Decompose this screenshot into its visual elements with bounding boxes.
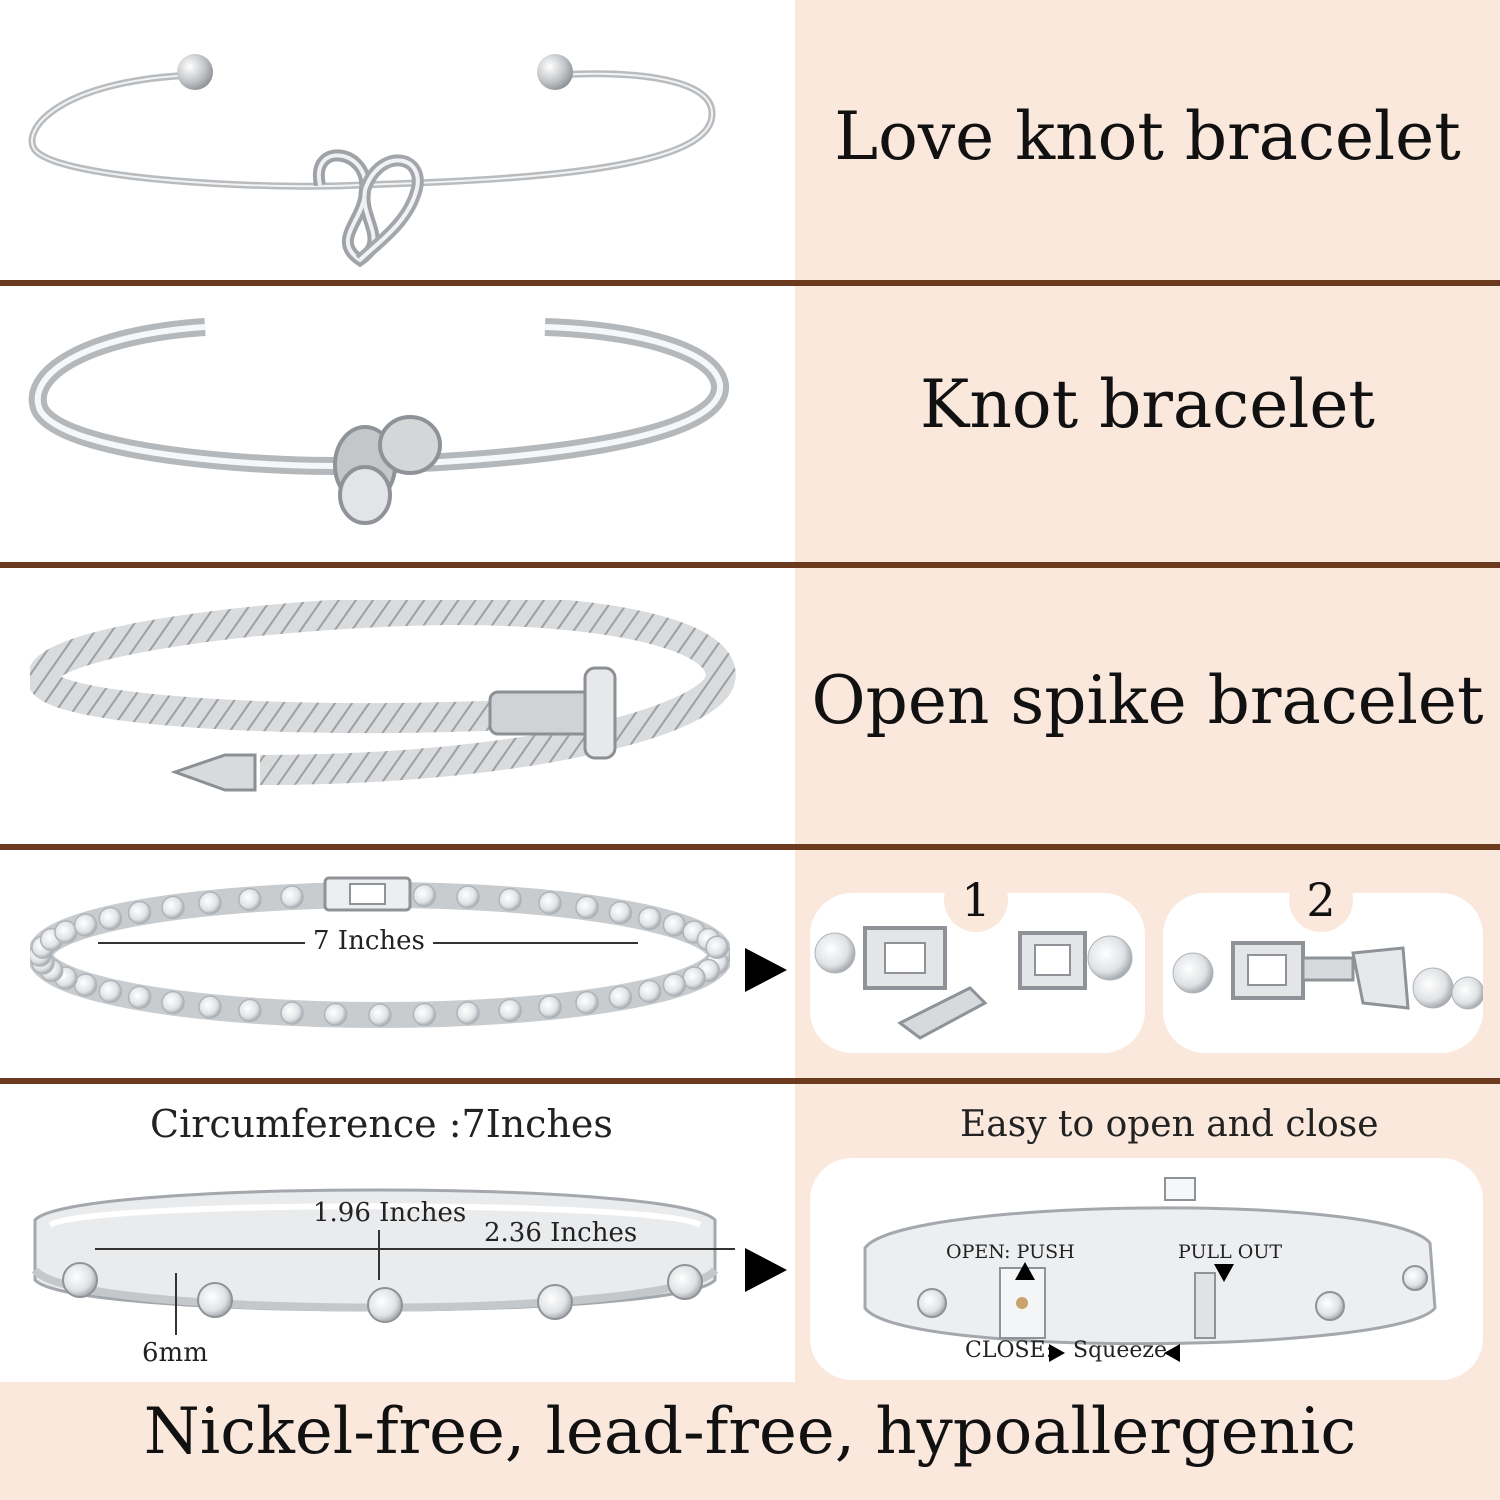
bangle-thickness-label: 6mm — [142, 1338, 208, 1368]
row3-label: Open spike bracelet — [811, 662, 1484, 739]
divider-4 — [0, 1078, 1500, 1084]
footer-text: Nickel-free, lead-free, hypoallergenic — [143, 1395, 1357, 1469]
love-knot-bracelet-image — [28, 54, 716, 268]
tennis-gem — [73, 913, 98, 937]
divider-2 — [0, 562, 1500, 568]
tennis-gem — [456, 1001, 480, 1025]
bangle-image — [31, 1188, 719, 1323]
close-label: CLOSE: — [965, 1338, 1054, 1363]
tennis-gem — [637, 906, 662, 931]
tennis-gem — [161, 895, 185, 920]
tennis-gem — [662, 913, 687, 937]
row2-label-bg — [795, 286, 1500, 562]
tennis-gem — [456, 885, 480, 909]
bangle-length-label: 2.36 Inches — [484, 1218, 638, 1248]
tennis-gem — [161, 990, 185, 1015]
tennis-length-label: 7 Inches — [305, 926, 433, 956]
tennis-gem — [127, 900, 152, 925]
tennis-gem — [498, 998, 522, 1023]
down-arrow-icon — [1214, 1264, 1234, 1282]
tennis-gem — [412, 883, 437, 908]
row3-label-bg — [795, 568, 1500, 844]
tennis-gem — [575, 895, 599, 920]
squeeze-arrow-left-icon — [1164, 1344, 1180, 1362]
tennis-gem — [98, 906, 123, 931]
circumference-label: Circumference :7Inches — [150, 1102, 613, 1146]
tennis-gem — [637, 979, 662, 1004]
row1-label-bg — [795, 0, 1500, 280]
squeeze-label: Squeeze — [1073, 1338, 1167, 1363]
tennis-gem — [98, 979, 123, 1004]
tennis-gem — [323, 1002, 348, 1027]
row1-label: Love knot bracelet — [834, 98, 1461, 175]
tennis-gem — [608, 900, 633, 925]
tennis-gem — [238, 887, 262, 912]
close-arrow-right-icon — [1049, 1344, 1065, 1362]
open-close-card — [810, 1158, 1483, 1380]
tennis-gem — [198, 891, 222, 915]
divider-3 — [0, 844, 1500, 850]
bangle-thickness-line — [175, 1273, 177, 1335]
bangle-width-line — [378, 1230, 380, 1280]
open-close-title: Easy to open and close — [960, 1104, 1379, 1145]
step-1-badge: 1 — [944, 868, 1008, 932]
tennis-gem — [280, 1001, 304, 1025]
arrow-right-icon — [745, 948, 787, 992]
knot-bracelet-image — [28, 318, 729, 525]
open-spike-bracelet-image — [30, 600, 736, 792]
tennis-gem — [54, 920, 78, 944]
pull-out-label: PULL OUT — [1178, 1241, 1282, 1263]
tennis-gem — [538, 891, 562, 915]
tennis-gem — [238, 998, 262, 1023]
arrow-right-icon-2 — [745, 1248, 787, 1292]
tennis-gem — [368, 1003, 392, 1027]
tennis-gem — [575, 990, 599, 1015]
divider-1 — [0, 280, 1500, 286]
row2-label: Knot bracelet — [920, 366, 1375, 443]
tennis-gem — [662, 973, 687, 997]
tennis-gem — [538, 995, 562, 1019]
tennis-gem — [127, 985, 152, 1010]
tennis-gem — [608, 985, 633, 1010]
footer-bg — [0, 1382, 1500, 1500]
tennis-bracelet-image — [30, 876, 730, 1028]
tennis-gem — [682, 966, 706, 990]
tennis-gem — [198, 995, 222, 1019]
up-arrow-icon — [1015, 1262, 1035, 1280]
bangle-length-line — [95, 1248, 735, 1250]
open-push-label: OPEN: PUSH — [946, 1241, 1075, 1263]
tennis-gem — [73, 973, 98, 997]
tennis-gem — [280, 885, 304, 909]
bangle-width-label: 1.96 Inches — [313, 1198, 467, 1228]
tennis-gem — [412, 1002, 437, 1027]
step-2-badge: 2 — [1289, 868, 1353, 932]
tennis-gem — [498, 887, 522, 912]
tennis-gem — [705, 935, 729, 959]
